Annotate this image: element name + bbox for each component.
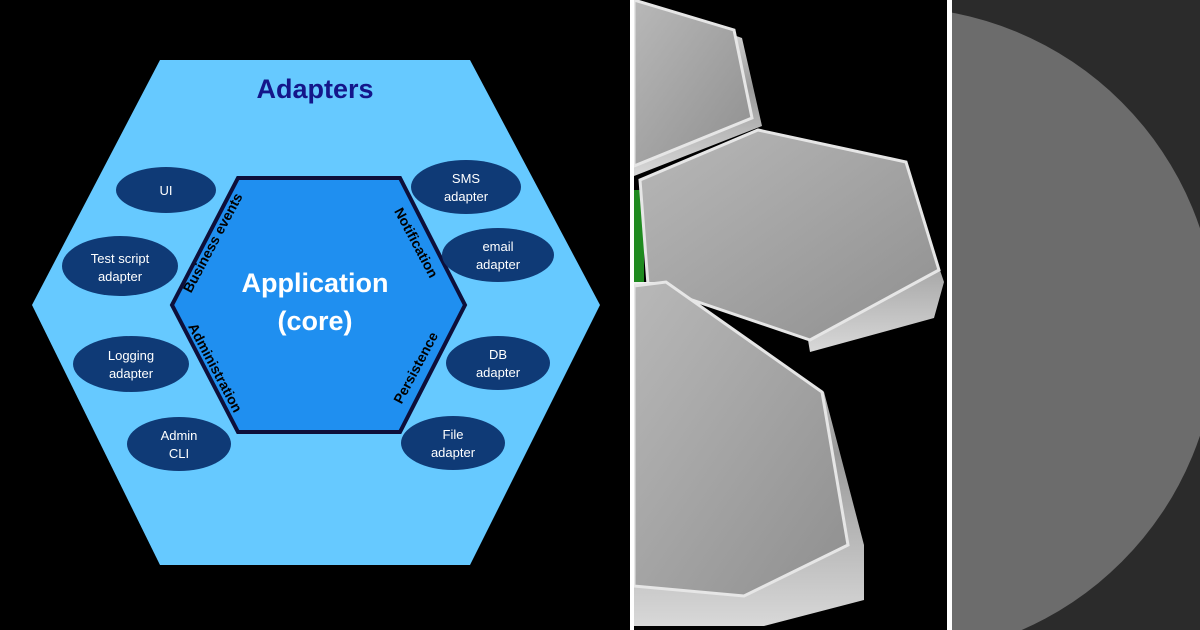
adapter-admin-cli: Admin CLI [127,417,231,471]
svg-text:adapter: adapter [109,366,154,381]
green-tile-edge [634,190,644,290]
svg-text:DB: DB [489,347,507,362]
svg-text:adapter: adapter [98,269,143,284]
svg-text:adapter: adapter [476,257,521,272]
svg-text:File: File [443,427,464,442]
adapter-db: DB adapter [446,336,550,390]
svg-text:adapter: adapter [431,445,476,460]
svg-text:Test script: Test script [91,251,150,266]
hex-tile-middle [638,128,944,352]
hex-tile-top [634,0,762,176]
adapter-test-script: Test script adapter [62,236,178,296]
svg-text:CLI: CLI [169,446,189,461]
grey-circle-image [952,0,1200,630]
grey-circle [952,12,1200,630]
hex-tile-bottom [634,280,864,626]
svg-text:Logging: Logging [108,348,154,363]
adapter-logging: Logging adapter [73,336,189,392]
adapter-sms: SMS adapter [411,160,521,214]
svg-text:adapter: adapter [444,189,489,204]
svg-text:UI: UI [160,183,173,198]
adapter-file: File adapter [401,416,505,470]
hexagonal-architecture-diagram: Adapters Application (core) Business eve… [0,0,630,630]
svg-text:adapter: adapter [476,365,521,380]
application-core-hexagon [169,176,468,434]
svg-text:Admin: Admin [161,428,198,443]
metallic-hexagon-tiles-image [634,0,947,630]
adapter-ui: UI [116,167,216,213]
adapter-email: email adapter [442,228,554,282]
adapters-title: Adapters [256,74,373,104]
core-title: Application [242,268,389,298]
svg-text:email: email [482,239,513,254]
core-subtitle: (core) [277,306,352,336]
svg-text:SMS: SMS [452,171,481,186]
